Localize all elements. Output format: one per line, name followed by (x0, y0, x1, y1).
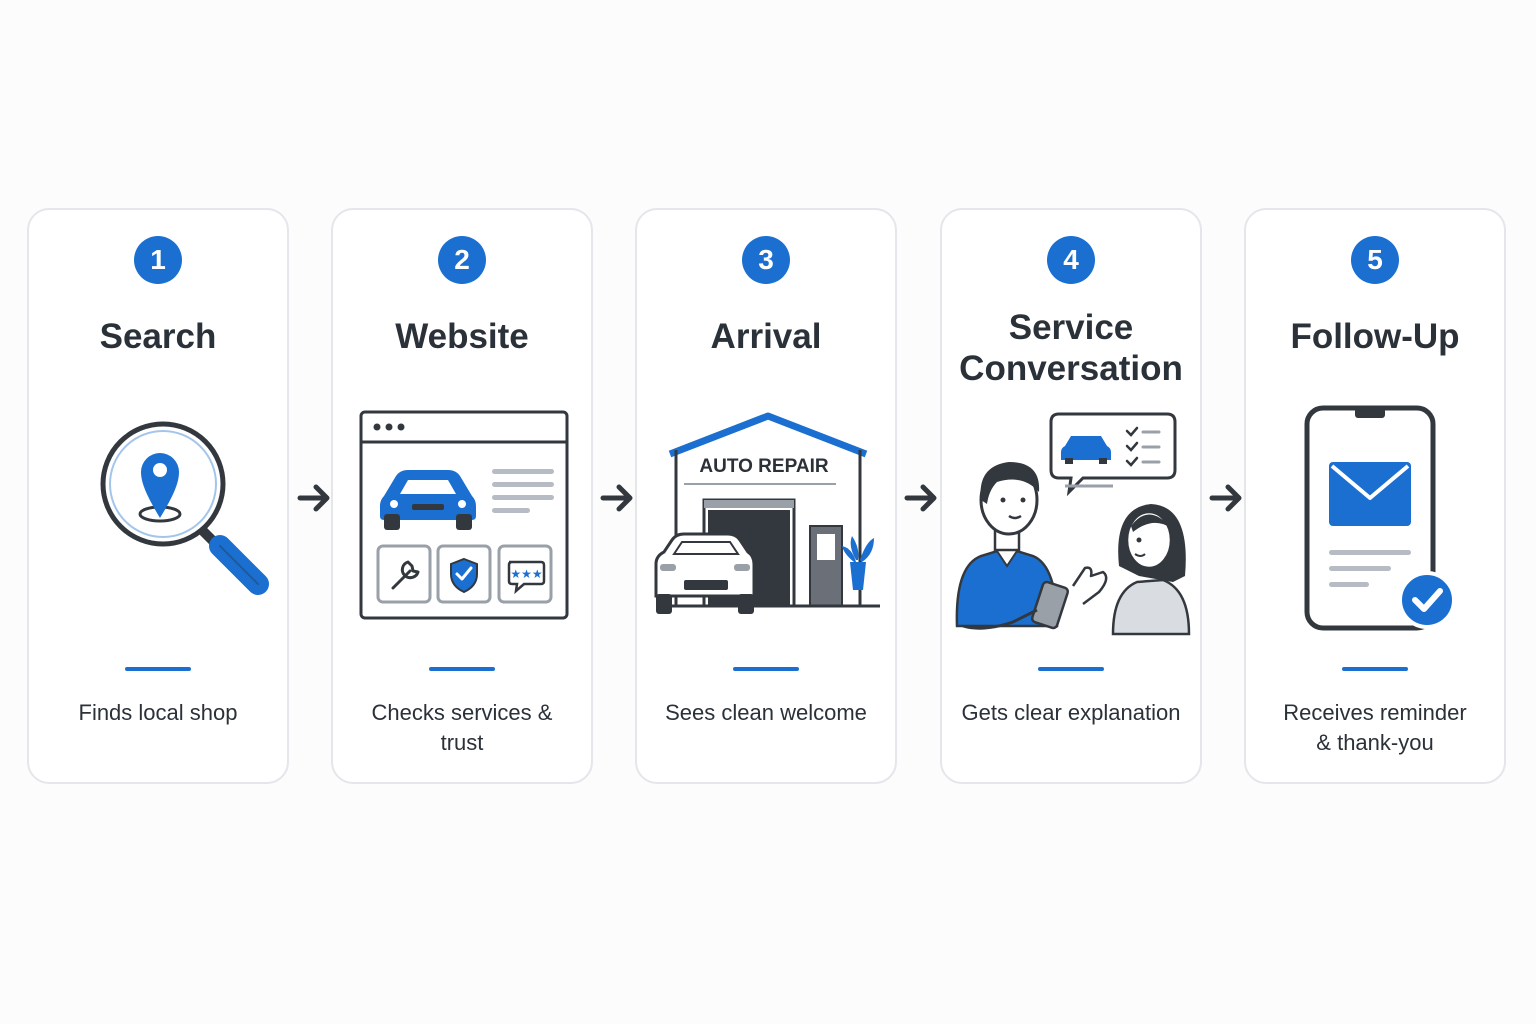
website-browser-icon: ★★★ (359, 410, 569, 620)
step-number-badge: 5 (1351, 236, 1399, 284)
step-card-follow-up: 5 Follow-Up Receives reminder & thank-yo… (1244, 208, 1506, 784)
step-number-badge: 3 (742, 236, 790, 284)
technician (955, 462, 1108, 630)
review-bubble-icon (507, 560, 546, 595)
magnifier-location-icon (100, 421, 269, 595)
step-title: Search (99, 316, 217, 356)
step-title: Website (395, 316, 529, 356)
step-title: Follow-Up (1290, 316, 1460, 356)
phone-message-icon (1304, 405, 1456, 631)
check-badge-icon (1398, 571, 1456, 629)
auto-repair-shop-icon: AUTO REPAIR (654, 412, 880, 614)
divider (733, 667, 799, 671)
divider (125, 667, 191, 671)
envelope-icon (1329, 462, 1411, 526)
service-conversation-icon (955, 412, 1191, 636)
arrow-right-icon (600, 484, 633, 512)
speech-bubble-icon (1049, 412, 1177, 497)
arrow-right-icon (1209, 484, 1242, 512)
arrow-right-icon (297, 484, 330, 512)
step-number-badge: 4 (1047, 236, 1095, 284)
step-card-website: 2 Website ★★★ Checks services & trust (331, 208, 593, 784)
wrench-icon (391, 560, 420, 590)
step-title: Arrival (710, 316, 822, 356)
step-card-arrival: 3 Arrival AUTO REPAIR Sees clean welcome (635, 208, 897, 784)
step-caption: Checks services & trust (371, 700, 553, 755)
car-icon (654, 532, 756, 614)
arrow-right-icon (904, 484, 937, 512)
step-caption: Receives reminder & thank-you (1283, 700, 1467, 755)
step-card-service-conversation: 4 Service Conversation (940, 208, 1202, 784)
shop-sign: AUTO REPAIR (699, 456, 828, 477)
step-caption: Finds local shop (78, 700, 238, 725)
step-caption: Gets clear explanation (961, 700, 1181, 725)
divider (429, 667, 495, 671)
step-card-search: 1 Search Finds local shop (27, 208, 289, 784)
divider (1038, 667, 1104, 671)
step-caption: Sees clean welcome (665, 700, 867, 725)
step-number-badge: 2 (438, 236, 486, 284)
customer (1111, 504, 1191, 636)
car-icon (380, 470, 476, 530)
step-number-badge: 1 (134, 236, 182, 284)
svg-text:★★★: ★★★ (510, 567, 542, 581)
step-title: Service Conversation (959, 308, 1183, 388)
divider (1342, 667, 1408, 671)
